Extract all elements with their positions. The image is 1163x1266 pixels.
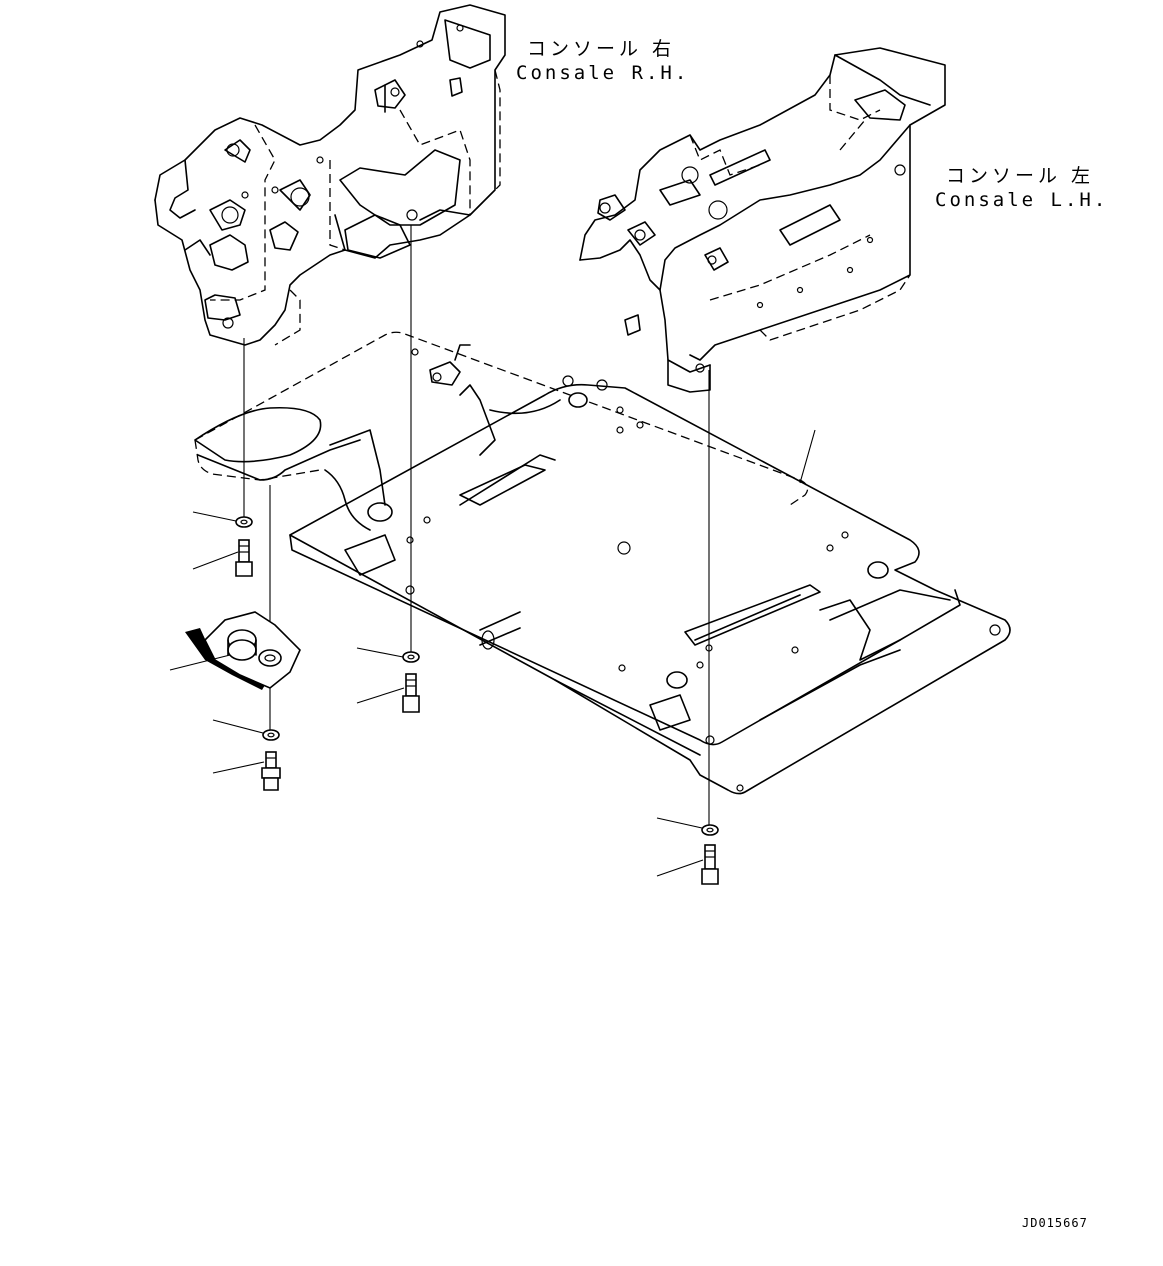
assembly-center-lines bbox=[243, 225, 710, 830]
console-right-hand bbox=[154, 4, 506, 346]
bolt-3 bbox=[261, 751, 281, 791]
console-lh-label-en: Consale L.H. bbox=[935, 189, 1109, 211]
washer-2 bbox=[402, 651, 420, 663]
console-left-hand bbox=[579, 47, 946, 393]
bolt-4 bbox=[701, 844, 719, 885]
washer-3 bbox=[262, 729, 280, 741]
bolt-2 bbox=[402, 673, 420, 713]
washer-1 bbox=[235, 516, 253, 528]
console-lh-label-ja: コンソール 左 bbox=[946, 165, 1095, 187]
console-rh-label-ja: コンソール 右 bbox=[527, 38, 676, 60]
bolt-1 bbox=[235, 539, 253, 577]
leader-lines bbox=[169, 429, 816, 877]
lever-bracket bbox=[185, 611, 301, 690]
console-rh-label-en: Consale R.H. bbox=[516, 62, 690, 84]
seat-mount-plate bbox=[194, 331, 1011, 795]
drawing-code: JD015667 bbox=[1022, 1216, 1088, 1230]
washer-4 bbox=[701, 824, 719, 836]
